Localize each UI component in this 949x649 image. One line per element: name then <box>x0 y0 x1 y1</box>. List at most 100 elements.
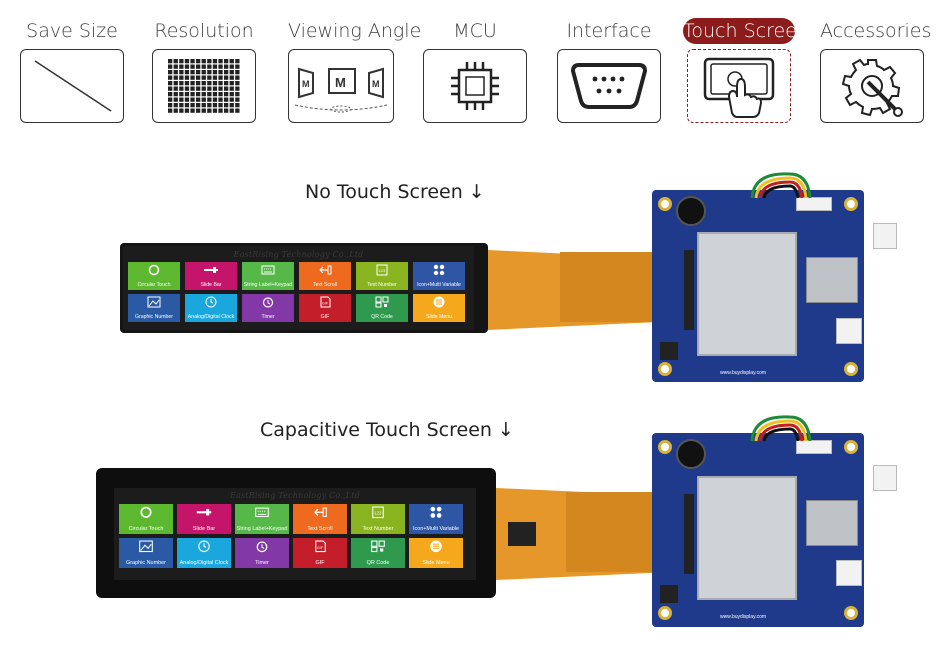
tab-mcu-label: MCU <box>453 20 497 42</box>
display-panel-capacitive: EastRising Technology Co.,Ltd Circular T… <box>96 468 496 598</box>
tab-save-size-box[interactable] <box>20 49 124 123</box>
alarm-icon <box>255 540 270 553</box>
clock-icon <box>204 296 218 308</box>
gif-file-icon: GIF <box>318 296 332 308</box>
chip-icon <box>451 62 499 110</box>
number-box-icon: 123 <box>371 506 386 519</box>
fpc-connector <box>684 494 694 574</box>
app-tile-label: Timer <box>255 560 269 566</box>
mount-hole <box>658 197 672 211</box>
app-tile-label: Circular Touch <box>137 282 171 288</box>
tab-mcu-box[interactable] <box>423 49 527 123</box>
tab-interface-box[interactable] <box>557 49 661 123</box>
app-tile-label: Slide Menu <box>422 560 450 566</box>
slider-icon <box>204 264 218 276</box>
app-tile: Icon+Multi Variable <box>413 262 465 290</box>
app-tile-label: Circular Touch <box>128 526 164 532</box>
tab-resolution-label: Resolution <box>154 20 254 42</box>
app-tile-label: GIF <box>315 560 325 566</box>
app-tile: Circular Touch <box>128 262 180 290</box>
display-screen: EastRising Technology Co.,Ltd Circular T… <box>123 246 474 330</box>
app-tile-label: Slide Bar <box>192 526 216 532</box>
gear-wrench-icon <box>841 58 903 117</box>
board-url: www.buydisplay.com <box>720 614 767 620</box>
app-tile-label: Graphic Number <box>134 314 174 320</box>
tab-touch-screen[interactable]: Touch Screen <box>683 0 809 130</box>
app-tile: String Label+Keypad <box>235 504 289 534</box>
circle-icon <box>147 264 161 276</box>
app-tile: Slide Bar <box>177 504 231 534</box>
flex-cable-fold <box>566 492 658 572</box>
menu-icon <box>429 540 444 553</box>
tab-viewing-angle-box[interactable]: M M M <box>288 49 394 123</box>
svg-text:123: 123 <box>379 268 386 273</box>
app-tile: Slide Bar <box>185 262 237 290</box>
flex-cable-fold <box>560 252 658 322</box>
app-tile-label: Text Number <box>367 282 397 288</box>
tab-resolution-box[interactable] <box>152 49 256 123</box>
svg-text:M: M <box>335 75 346 90</box>
side-connector <box>873 465 897 491</box>
svg-text:123: 123 <box>374 510 382 515</box>
app-tile: Text Scroll <box>293 504 347 534</box>
svg-text:M: M <box>372 79 380 89</box>
shield-can <box>697 232 797 356</box>
app-tile-label: Slide Bar <box>200 282 222 288</box>
tab-accessories-box[interactable] <box>820 49 924 123</box>
app-tile-label: Timer <box>261 314 275 320</box>
app-tile: Timer <box>242 294 294 322</box>
circle-icon <box>139 506 154 519</box>
app-tile: Analog/Digital Clock <box>177 538 231 568</box>
tab-viewing-angle-label: Viewing Angle <box>288 20 422 42</box>
sd-card-slot <box>806 500 858 546</box>
tab-mcu[interactable]: MCU <box>423 0 527 130</box>
diagonal-size-icon <box>34 60 112 112</box>
tab-viewing-angle[interactable]: Viewing Angle M M M <box>288 0 422 130</box>
icons-grid-icon <box>429 506 444 519</box>
tab-interface[interactable]: Interface <box>557 0 661 130</box>
serial-port-icon <box>570 63 648 109</box>
app-tile: Slide Menu <box>409 538 463 568</box>
app-tile: String Label+Keypad <box>242 262 294 290</box>
brand-text: EastRising Technology Co.,Ltd <box>233 250 364 259</box>
slider-icon <box>196 506 212 519</box>
app-tile: Slide Menu <box>413 294 465 322</box>
scroll-arrow-icon <box>318 264 332 276</box>
app-tile: Graphic Number <box>128 294 180 322</box>
fpc-connector <box>684 250 694 330</box>
app-tile-label: Text Scroll <box>307 526 333 532</box>
app-tile-label: Icon+Multi Variable <box>412 526 460 532</box>
svg-text:GIF: GIF <box>317 546 324 550</box>
keyboard-icon <box>255 506 270 519</box>
app-tile: Icon+Multi Variable <box>409 504 463 534</box>
no-touch-title: No Touch Screen ↓ <box>305 181 485 203</box>
tab-resolution[interactable]: Resolution <box>152 0 256 130</box>
app-tile-label: String Label+Keypad <box>236 526 288 532</box>
icons-grid-icon <box>432 264 446 276</box>
brand-text: EastRising Technology Co.,Ltd <box>230 491 360 500</box>
gif-file-icon: GIF <box>313 540 328 553</box>
power-connector <box>836 318 862 344</box>
capacitive-title: Capacitive Touch Screen ↓ <box>260 419 514 441</box>
tab-touch-screen-box[interactable] <box>687 49 791 123</box>
display-screen: EastRising Technology Co.,Ltd Circular T… <box>114 488 476 580</box>
app-tile: Graphic Number <box>119 538 173 568</box>
app-tile: Timer <box>235 538 289 568</box>
power-connector <box>836 560 862 586</box>
picture-icon <box>139 540 154 553</box>
tab-save-size[interactable]: Save Size <box>20 0 124 130</box>
buzzer <box>676 439 706 469</box>
tab-accessories[interactable]: Accessories <box>820 0 932 130</box>
alarm-icon <box>261 296 275 308</box>
mount-hole <box>658 440 672 454</box>
tab-accessories-label: Accessories <box>820 20 932 42</box>
app-tile-label: Text Scroll <box>313 282 337 288</box>
mount-hole <box>844 606 858 620</box>
cable-connector <box>796 197 832 211</box>
app-tile-label: Icon+Multi Variable <box>417 282 461 288</box>
cable-connector <box>796 440 832 454</box>
svg-text:GIF: GIF <box>322 302 328 306</box>
app-tile: Circular Touch <box>119 504 173 534</box>
mount-hole <box>658 606 672 620</box>
